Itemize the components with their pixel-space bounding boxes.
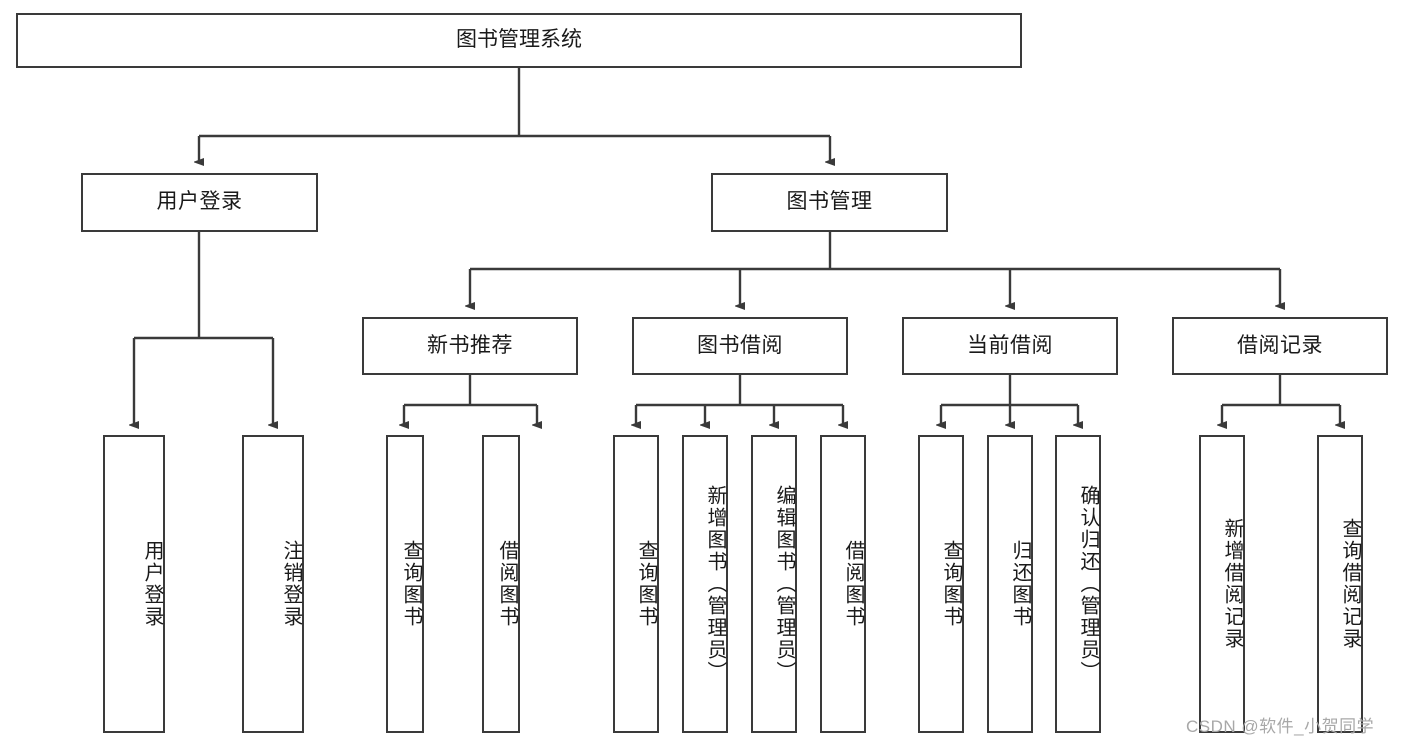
leaf-label: 编辑图书（管理员）: [773, 485, 795, 683]
node-book-management-label: 图书管理: [786, 190, 873, 214]
node-user-login[interactable]: 用户登录: [81, 173, 318, 232]
leaf-current-return-book[interactable]: 归还图书: [987, 435, 1033, 733]
node-current-borrow[interactable]: 当前借阅: [902, 317, 1118, 375]
watermark: CSDN @软件_小贺同学: [1186, 717, 1375, 736]
leaf-label: 查询借阅记录: [1339, 518, 1361, 650]
leaf-new-book-query[interactable]: 查询图书: [386, 435, 424, 733]
leaf-borrow-borrow-book[interactable]: 借阅图书: [820, 435, 866, 733]
leaf-borrow-query-book[interactable]: 查询图书: [613, 435, 659, 733]
node-book-management[interactable]: 图书管理: [711, 173, 948, 232]
leaf-label: 注销登录: [280, 540, 302, 628]
leaf-label: 确认归还（管理员）: [1077, 485, 1099, 683]
leaf-records-query-record[interactable]: 查询借阅记录: [1317, 435, 1363, 733]
leaf-label: 用户登录: [141, 540, 163, 628]
leaf-label: 查询图书: [400, 540, 422, 628]
node-book-borrow-label: 图书借阅: [697, 333, 783, 357]
leaf-label: 借阅图书: [842, 540, 864, 628]
leaf-label: 查询图书: [940, 540, 962, 628]
leaf-label: 归还图书: [1009, 540, 1031, 628]
leaf-current-query-book[interactable]: 查询图书: [918, 435, 964, 733]
node-root-label: 图书管理系统: [456, 28, 582, 52]
node-book-borrow[interactable]: 图书借阅: [632, 317, 848, 375]
leaf-label: 借阅图书: [496, 540, 518, 628]
node-borrow-records-label: 借阅记录: [1237, 333, 1323, 357]
leaf-borrow-add-book[interactable]: 新增图书（管理员）: [682, 435, 728, 733]
leaf-records-add-record[interactable]: 新增借阅记录: [1199, 435, 1245, 733]
leaf-new-book-borrow[interactable]: 借阅图书: [482, 435, 520, 733]
node-current-borrow-label: 当前借阅: [967, 333, 1053, 357]
node-root[interactable]: 图书管理系统: [16, 13, 1022, 68]
leaf-label: 新增图书（管理员）: [704, 485, 726, 683]
node-user-login-label: 用户登录: [156, 190, 243, 214]
leaf-current-confirm-return[interactable]: 确认归还（管理员）: [1055, 435, 1101, 733]
node-new-book-recommend-label: 新书推荐: [427, 333, 513, 357]
leaf-label: 查询图书: [635, 540, 657, 628]
node-borrow-records[interactable]: 借阅记录: [1172, 317, 1388, 375]
leaf-label: 新增借阅记录: [1221, 518, 1243, 650]
leaf-borrow-edit-book[interactable]: 编辑图书（管理员）: [751, 435, 797, 733]
leaf-user-login-login[interactable]: 用户登录: [103, 435, 165, 733]
leaf-user-login-logout[interactable]: 注销登录: [242, 435, 304, 733]
node-new-book-recommend[interactable]: 新书推荐: [362, 317, 578, 375]
